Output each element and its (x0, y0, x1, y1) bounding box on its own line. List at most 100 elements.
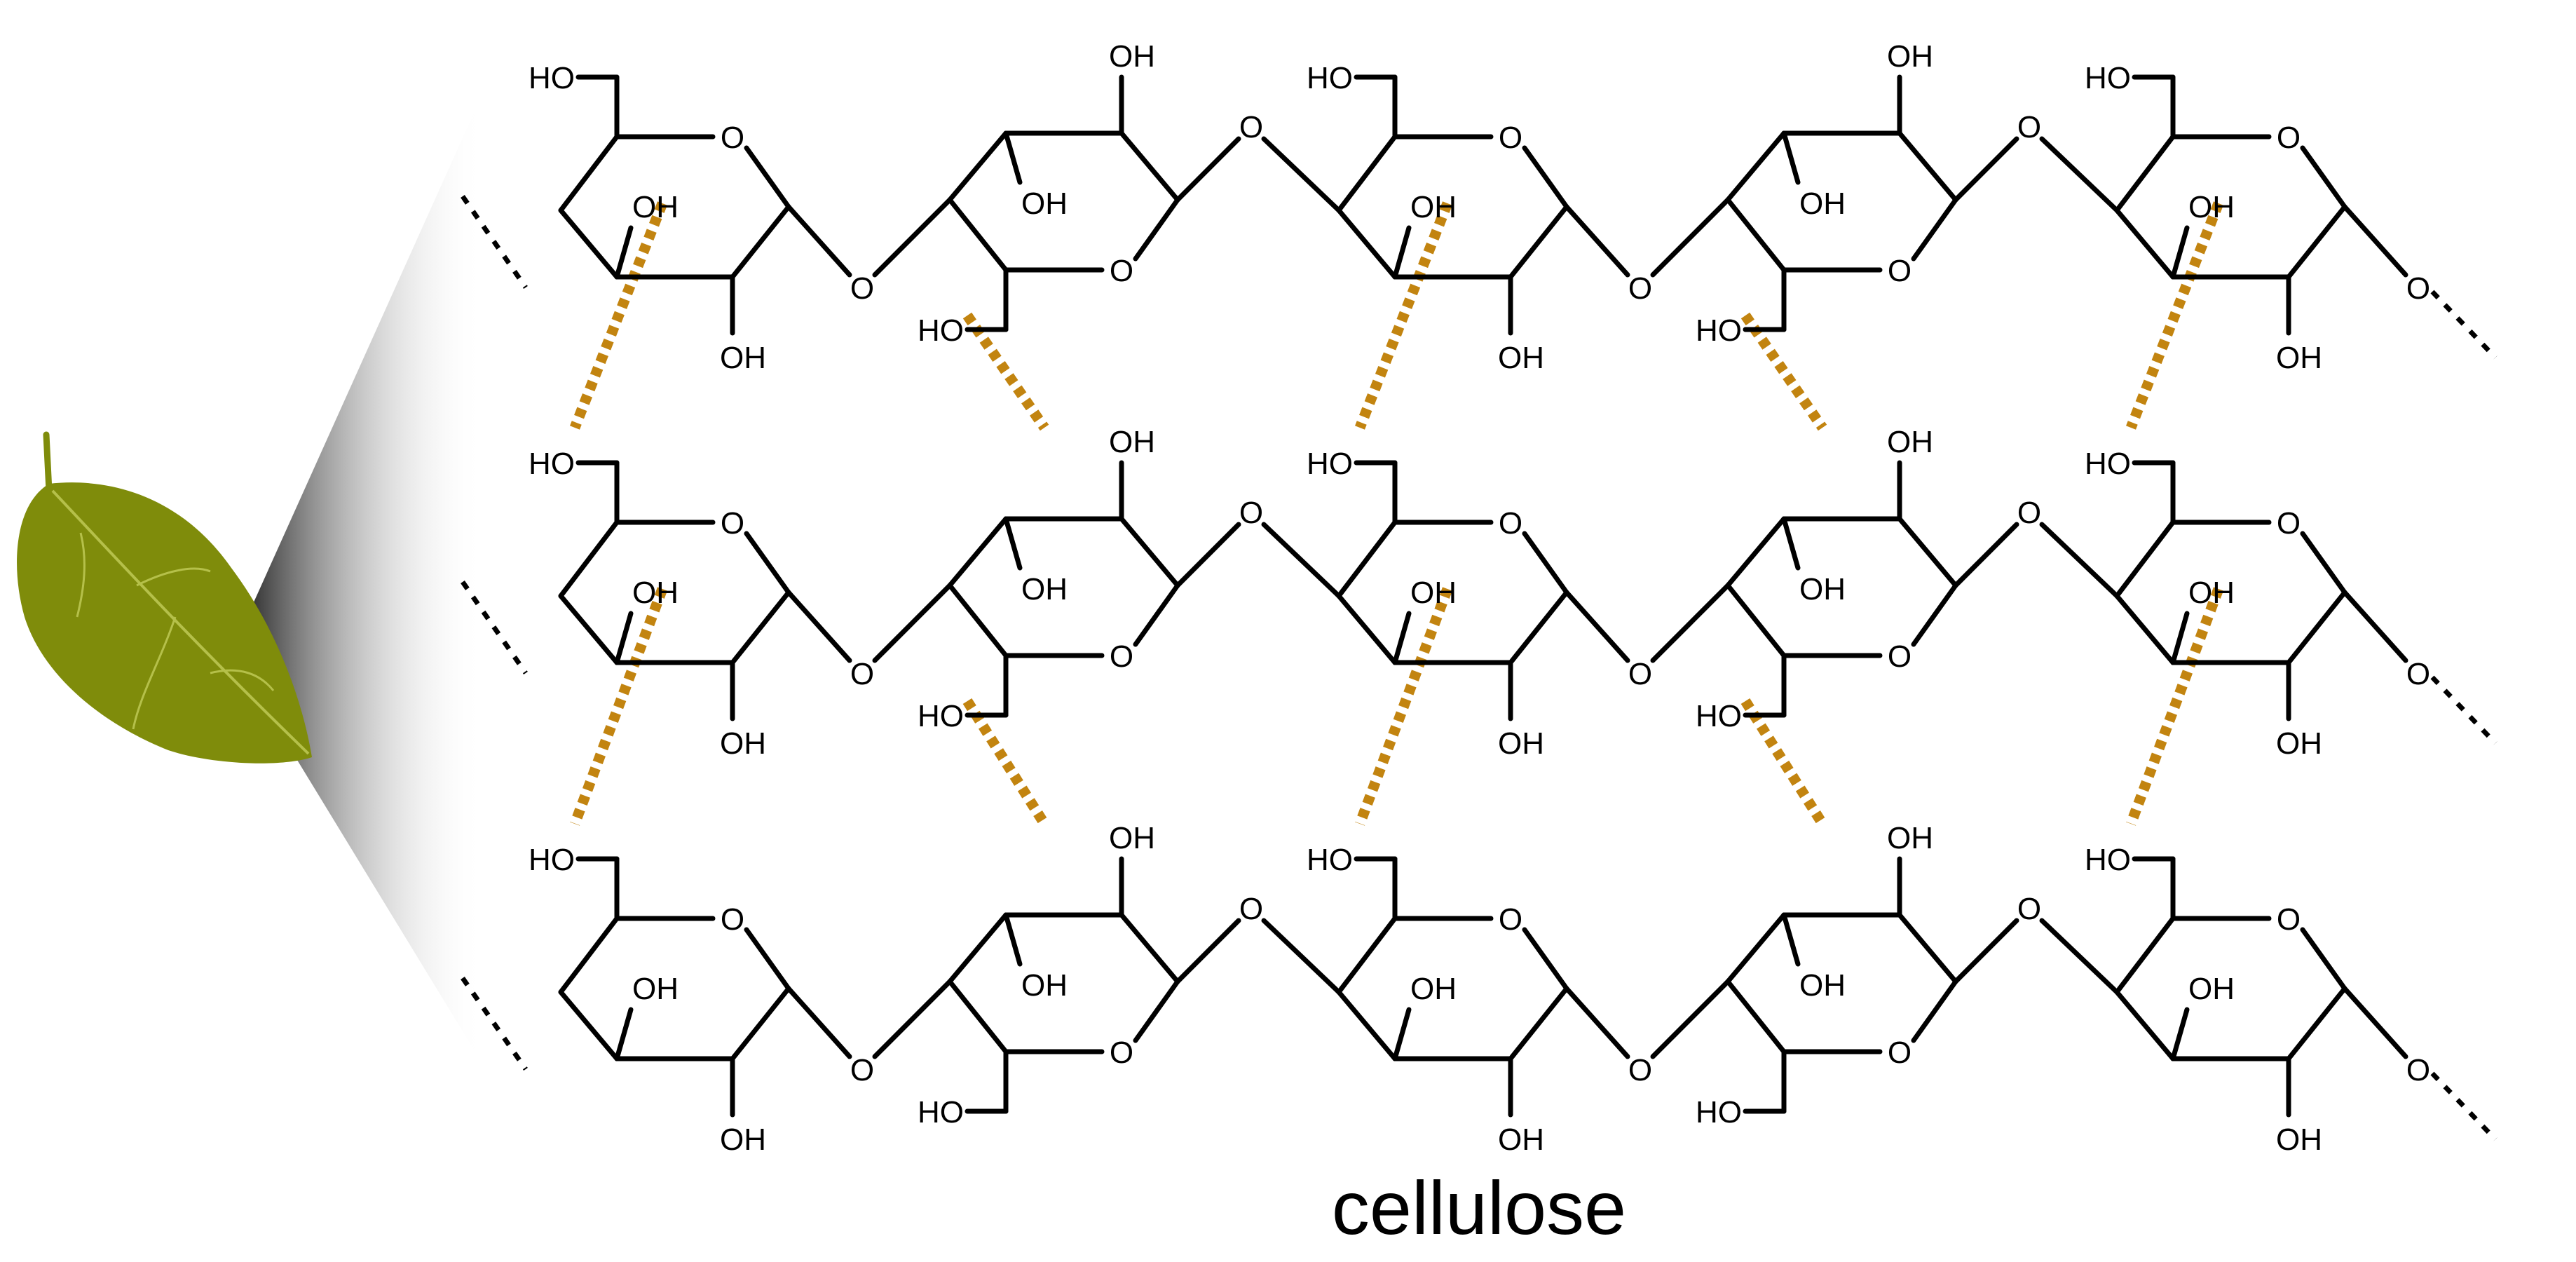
hydroxyl-label: OH (1109, 425, 1155, 459)
covalent-bond (1564, 590, 1630, 663)
hydroxyl-label: OH (1498, 341, 1544, 375)
covalent-bond (1781, 516, 1801, 571)
glycosidic-oxygen-label: O (1239, 892, 1263, 926)
hydrogen-bond (1740, 698, 1827, 827)
covalent-bond (614, 1007, 634, 1061)
chain-continuation (461, 977, 528, 1071)
hydrogen-bond (2125, 587, 2224, 826)
covalent-bond (1175, 522, 1241, 588)
hydroxyl-label: HO (1696, 699, 1742, 733)
hydrogen-bond (569, 587, 668, 826)
hydroxyl-label: OH (1410, 190, 1457, 224)
covalent-bond (1133, 979, 1180, 1043)
hydroxyl-label: HO (2085, 843, 2131, 877)
covalent-bond (558, 520, 620, 599)
ring-oxygen-label: O (1110, 1036, 1133, 1070)
covalent-bond (1336, 593, 1398, 665)
hydroxyl-label: OH (1498, 726, 1544, 761)
covalent-bond (2114, 520, 2176, 599)
covalent-bond (2039, 522, 2120, 599)
hydroxyl-label: OH (1887, 39, 1933, 74)
hydroxyl-label: OH (1410, 972, 1457, 1006)
hydrogen-bond (1740, 312, 1827, 431)
hydroxyl-label: OH (1498, 1122, 1544, 1157)
covalent-bond (2286, 986, 2347, 1061)
covalent-bond (1897, 912, 1958, 984)
covalent-bond (786, 986, 852, 1059)
covalent-bond (1119, 130, 1180, 203)
covalent-bond (947, 130, 1009, 203)
ring-oxygen-label: O (2277, 506, 2301, 541)
hydroxyl-label: HO (1307, 61, 1353, 95)
covalent-bond (730, 986, 791, 1061)
covalent-bond (1119, 516, 1180, 588)
ring-oxygen-label: O (2277, 121, 2301, 155)
covalent-bond (1336, 520, 1398, 599)
hydroxyl-label: HO (1696, 313, 1742, 348)
covalent-bond (947, 583, 1009, 658)
hydroxyl-label: OH (1109, 39, 1155, 74)
glycosidic-oxygen-label: O (1239, 110, 1263, 144)
covalent-bond (2342, 590, 2408, 663)
hydroxyl-label: HO (529, 843, 575, 877)
covalent-bond (1911, 979, 1958, 1043)
covalent-bond (786, 204, 852, 278)
covalent-bond (1261, 522, 1342, 599)
covalent-bond (1003, 130, 1023, 185)
hydroxyl-label: OH (632, 576, 679, 610)
hydrogen-bond (570, 201, 667, 430)
hydroxyl-label: OH (1410, 576, 1457, 610)
covalent-bond (1508, 986, 1569, 1061)
glycosidic-oxygen-label: O (850, 657, 874, 691)
hydroxyl-label: HO (2085, 61, 2131, 95)
covalent-bond (1911, 583, 1958, 647)
ring-oxygen-label: O (2277, 902, 2301, 937)
covalent-bond (786, 590, 852, 663)
covalent-bond (1564, 986, 1630, 1059)
hydroxyl-label: OH (720, 341, 766, 375)
hydroxyl-label: OH (720, 726, 766, 761)
covalent-bond (1953, 136, 2019, 203)
covalent-bond (558, 989, 620, 1061)
hydroxyl-label: HO (1307, 447, 1353, 481)
glycosidic-oxygen-label: O (1628, 271, 1652, 306)
covalent-bond (2300, 145, 2347, 210)
covalent-bond (2286, 204, 2347, 280)
covalent-bond (744, 927, 791, 991)
covalent-bond (2170, 611, 2190, 665)
covalent-bond (558, 134, 620, 213)
glycosidic-oxygen-label: O (1628, 657, 1652, 691)
covalent-bond (1522, 531, 1569, 595)
hydroxyl-label: OH (2188, 190, 2235, 224)
covalent-bond (1392, 611, 1412, 665)
covalent-bond (1781, 912, 1801, 967)
hydrogen-bond (962, 312, 1049, 431)
glycosidic-oxygen-label: O (2017, 496, 2041, 530)
glycosidic-oxygen-label: O (2017, 110, 2041, 144)
hydroxyl-label: OH (1887, 425, 1933, 459)
hydrogen-bond (2126, 201, 2223, 430)
covalent-bond (614, 225, 634, 280)
chain-continuation (2430, 290, 2497, 360)
covalent-bond (1953, 522, 2019, 588)
covalent-bond (1508, 204, 1569, 280)
covalent-bond (2114, 989, 2176, 1061)
hydrogen-bond-group (569, 201, 2224, 827)
covalent-bond (744, 145, 791, 210)
hydroxyl-label: OH (1021, 968, 1068, 1003)
hydroxyl-label: OH (2188, 576, 2235, 610)
covalent-bond (2114, 208, 2176, 280)
covalent-bond (730, 204, 791, 280)
covalent-bond (558, 208, 620, 280)
covalent-bond (1522, 927, 1569, 991)
hydroxyl-label: OH (2276, 726, 2322, 761)
